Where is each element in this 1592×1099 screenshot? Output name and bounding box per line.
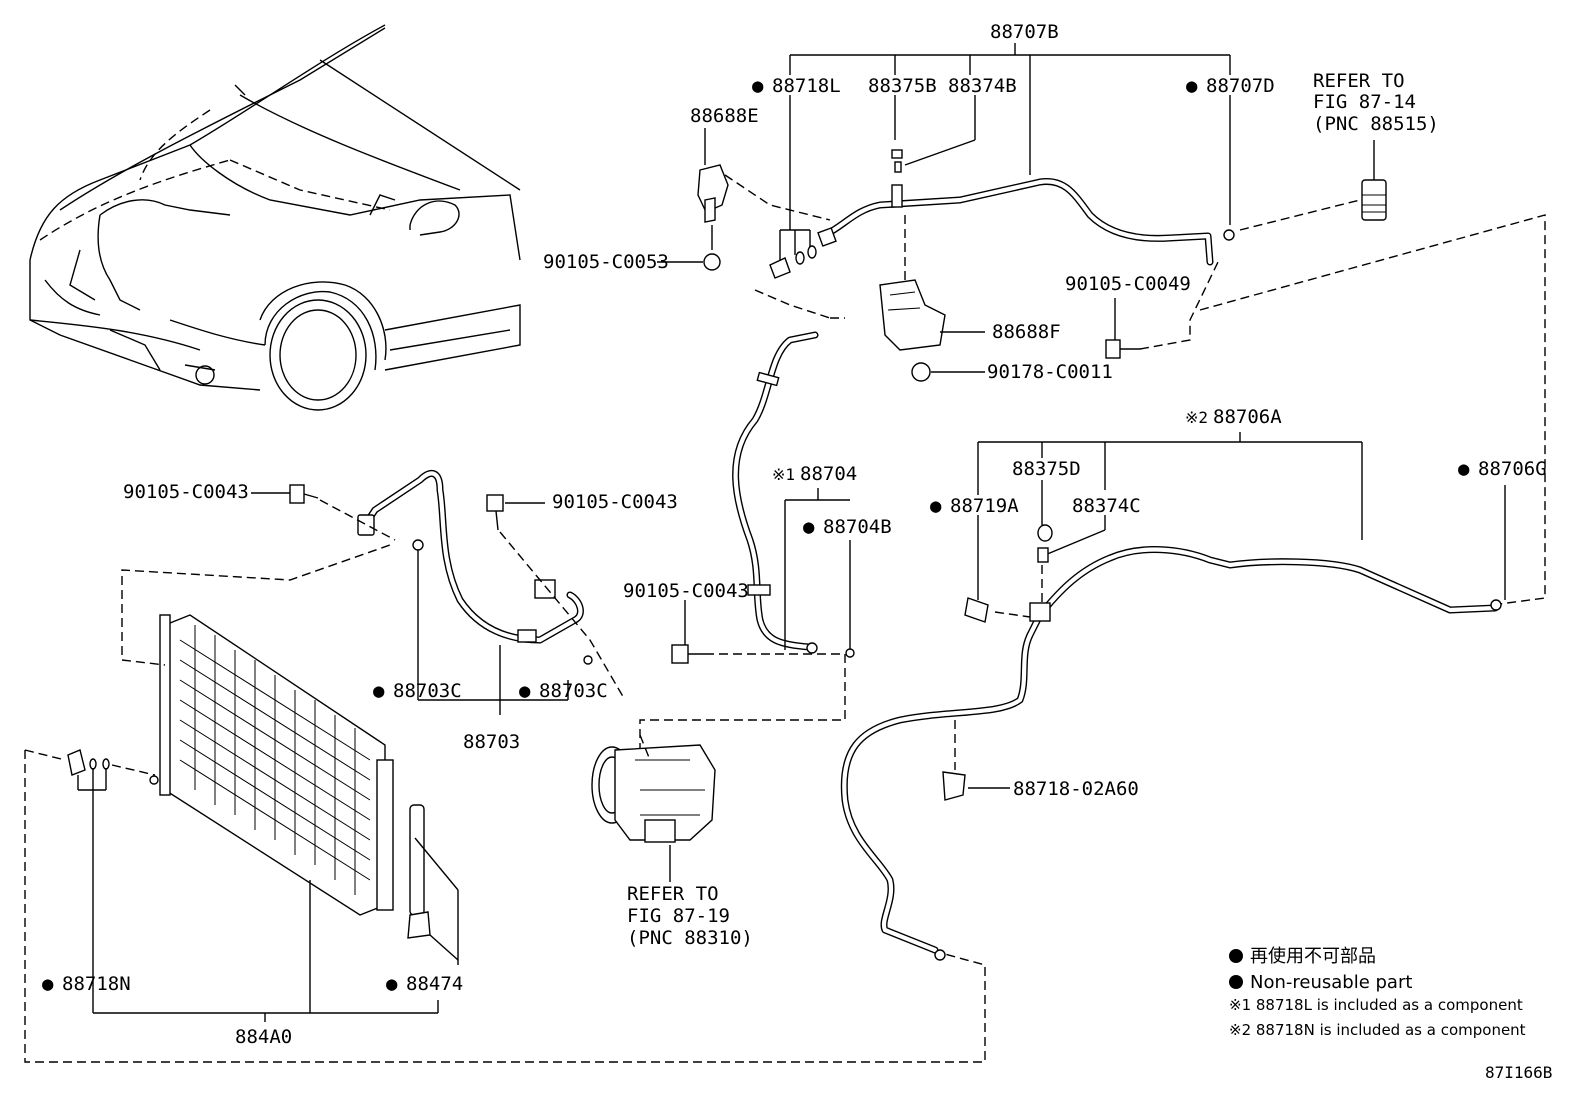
label-90105-C0053: 90105-C0053	[543, 251, 669, 273]
legend-bullet-icon	[1229, 949, 1243, 963]
label-88688F: 88688F	[992, 321, 1061, 343]
refer1-line3: (PNC 88515)	[1313, 113, 1439, 135]
o-rings-88718N	[24, 749, 986, 1063]
label-88704B-bullet: ●	[803, 516, 815, 538]
diagram-id: 87I166B	[1485, 1063, 1552, 1082]
legend-bullet-icon	[1229, 975, 1243, 989]
label-88718N-bullet: ●	[42, 973, 54, 995]
refer2-line3: (PNC 88310)	[627, 927, 753, 949]
refer2-line1: REFER TO	[627, 883, 719, 905]
sensor-88718-02A60	[942, 720, 1010, 801]
label-88719A-bullet: ●	[930, 495, 942, 517]
car-illustration	[29, 24, 521, 411]
pipe-88707D	[817, 149, 1235, 266]
hose-88704	[732, 289, 855, 658]
label-88375D: 88375D	[1012, 458, 1081, 480]
legend-note2: ※2 88718N is included as a component	[1229, 1021, 1526, 1039]
bolt-90105-C0043-center	[639, 600, 846, 760]
label-88719A: 88719A	[950, 495, 1019, 517]
label-88374B: 88374B	[948, 75, 1017, 97]
label-88474: 88474	[406, 973, 463, 995]
refer1-line2: FIG 87-14	[1313, 91, 1416, 113]
compressor	[591, 734, 716, 882]
label-90105-C0043-c: 90105-C0043	[623, 580, 749, 602]
label-88706G-bullet: ●	[1458, 458, 1470, 480]
label-884A0: 884A0	[235, 1026, 292, 1048]
legend-note1: ※1 88718L is included as a component	[1229, 996, 1523, 1014]
label-88374C: 88374C	[1072, 495, 1141, 517]
refer1-line1: REFER TO	[1313, 70, 1405, 92]
bracket-88706A	[977, 432, 1506, 600]
label-88707D: 88707D	[1206, 75, 1275, 97]
label-88703C-b: 88703C	[539, 680, 608, 702]
legend-en: Non-reusable part	[1250, 972, 1412, 993]
label-88718N: 88718N	[62, 973, 131, 995]
labels: 88707B ● 88718L 88375B 88374B ● 88707D R…	[42, 21, 1547, 1048]
label-88718-02A60: 88718-02A60	[1013, 778, 1139, 800]
label-88474-bullet: ●	[386, 973, 398, 995]
fitting-88515	[1361, 140, 1387, 221]
bolts-90105-C0043-left	[251, 484, 626, 701]
label-88704B: 88704B	[823, 516, 892, 538]
refer2-line2: FIG 87-19	[627, 905, 730, 927]
clamp-88688F	[879, 215, 985, 382]
label-88704: 88704	[800, 463, 857, 485]
label-88703C-a: 88703C	[393, 680, 462, 702]
clamp-88688E	[657, 164, 831, 271]
label-88703: 88703	[463, 731, 520, 753]
label-88707D-bullet: ●	[1186, 75, 1198, 97]
label-88707B: 88707B	[990, 21, 1059, 43]
bracket-88707B	[704, 43, 1231, 230]
label-90105-C0043-b: 90105-C0043	[552, 491, 678, 513]
label-88718L-bullet: ●	[752, 75, 764, 97]
label-88703C-a-bullet: ●	[373, 680, 385, 702]
label-88718L: 88718L	[772, 75, 841, 97]
label-90105-C0043-a: 90105-C0043	[123, 481, 249, 503]
pipe-88706A	[840, 524, 1502, 961]
label-88706A: 88706A	[1213, 406, 1282, 428]
bolt-90105-C0049	[1105, 199, 1546, 606]
label-88703C-b-bullet: ●	[519, 680, 531, 702]
label-88706G: 88706G	[1478, 458, 1547, 480]
o-rings-88718L	[769, 229, 817, 279]
label-88375B: 88375B	[868, 75, 937, 97]
label-90178-C0011: 90178-C0011	[987, 361, 1113, 383]
condenser	[121, 544, 459, 965]
legend-jp: 再使用不可部品	[1250, 946, 1376, 967]
label-88688E: 88688E	[690, 105, 759, 127]
label-88706A-ref: ※2	[1185, 408, 1208, 427]
legend: 再使用不可部品 Non-reusable part ※1 88718L is i…	[1229, 946, 1526, 1039]
pipe-88703	[357, 470, 593, 715]
label-88704-ref: ※1	[772, 465, 795, 484]
label-90105-C0049: 90105-C0049	[1065, 273, 1191, 295]
